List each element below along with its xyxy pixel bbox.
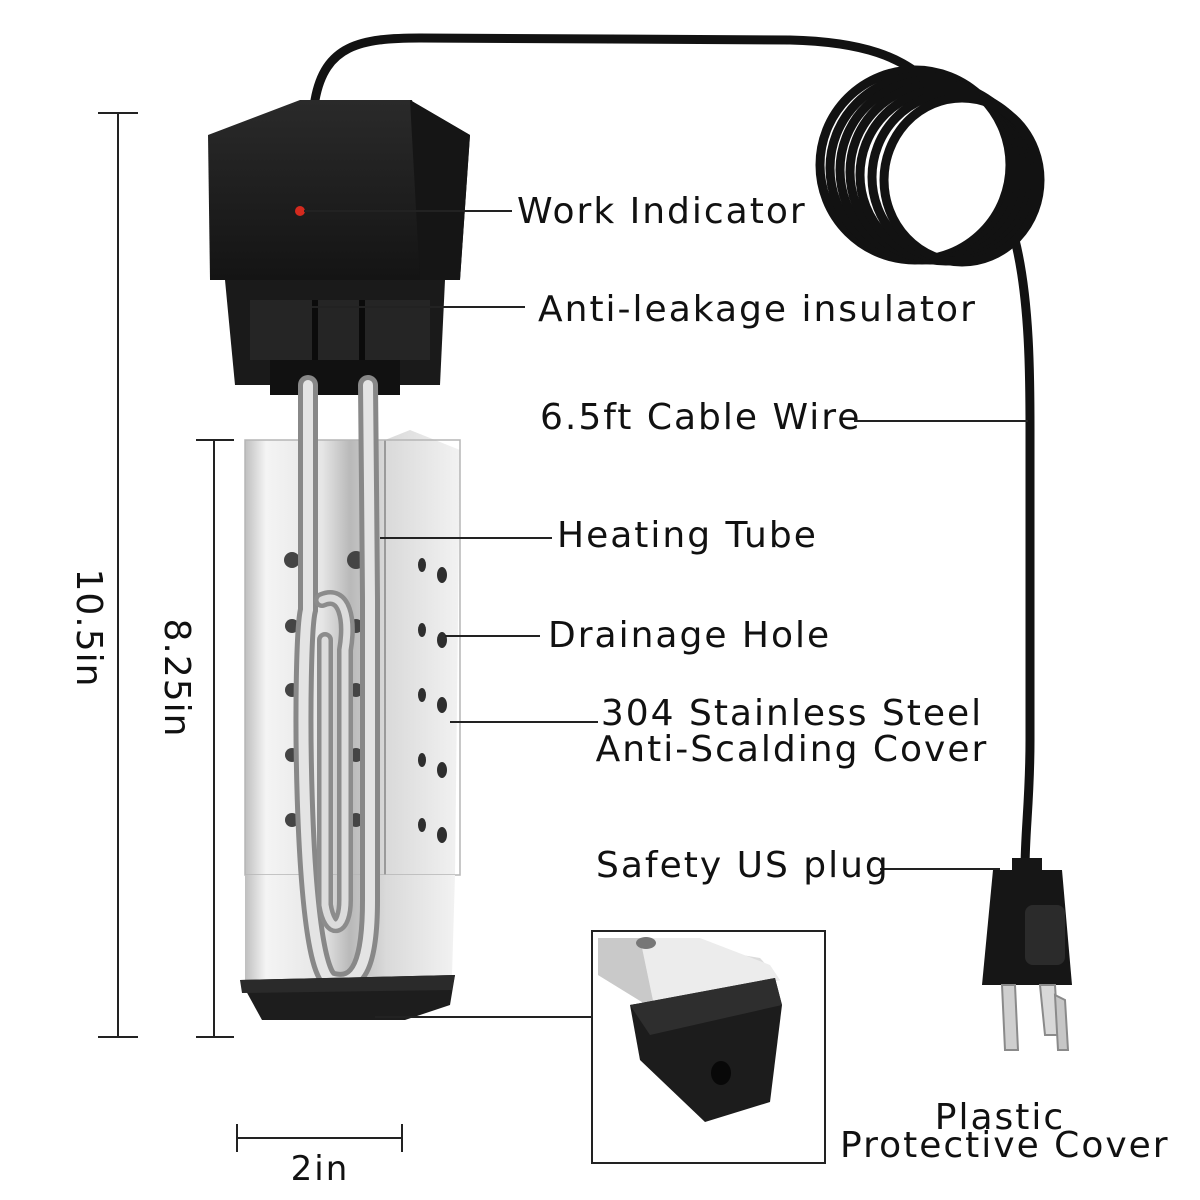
label-steel-cover-line1: 304 Stainless Steel (600, 693, 984, 734)
bottom-cap (240, 975, 455, 1020)
label-anti-leakage: Anti-leakage insulator (538, 289, 977, 330)
label-drainage-hole: Drainage Hole (548, 615, 832, 656)
dimension-cover-length: 8.25in (156, 618, 197, 738)
label-plastic-cover-line2: Protective Cover (840, 1125, 1170, 1166)
leader-lines (304, 210, 1028, 1018)
us-plug (982, 858, 1072, 1051)
cable (310, 33, 1045, 875)
dimension-lines (98, 112, 403, 1152)
label-us-plug: Safety US plug (596, 845, 890, 886)
label-heating-tube: Heating Tube (557, 515, 818, 556)
dimension-total-length: 10.5in (68, 568, 109, 688)
heater-head (208, 100, 470, 395)
indicator-light (295, 206, 305, 216)
label-plastic-cover-line1: Plastic (934, 1097, 1066, 1138)
dimension-width: 2in (290, 1149, 350, 1189)
label-steel-cover-line2: Anti-Scalding Cover (595, 729, 989, 770)
label-cable-wire: 6.5ft Cable Wire (540, 397, 862, 438)
inset-detail (591, 930, 826, 1164)
label-work-indicator: Work Indicator (517, 191, 807, 232)
